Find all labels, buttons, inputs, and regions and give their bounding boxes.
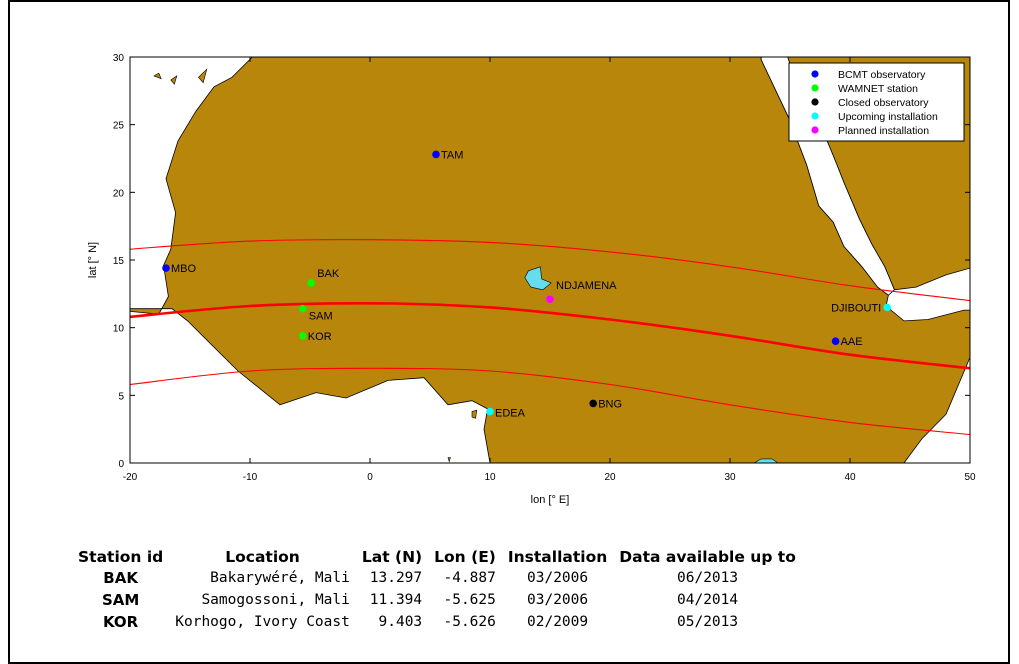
station-marker-mbo: [162, 264, 170, 272]
x-tick-label: 50: [964, 472, 976, 483]
x-tick-label: 0: [367, 472, 373, 483]
station-label-ndjamena: NDJAMENA: [556, 280, 617, 292]
station-map: TAM MBO BAK SAM KOR NDJAMENA DJIBOUTI AAE EDEA BN…: [87, 19, 976, 506]
y-tick-label: 5: [118, 391, 124, 402]
station-marker-kor: [299, 331, 307, 340]
x-tick-label: 40: [844, 472, 856, 483]
header-installation: Installation: [507, 548, 608, 566]
cell-lon: -4.887: [443, 570, 496, 586]
station-marker-tam: [432, 150, 440, 159]
legend-label: BCMT observatory: [838, 69, 926, 81]
cell-lat: 9.403: [378, 614, 423, 630]
table-row: SAM Samogossoni, Mali 11.394 -5.625 03/2…: [72, 589, 802, 611]
cell-data-available: 04/2014: [677, 592, 739, 608]
x-tick-label: 20: [604, 472, 616, 483]
y-tick-label: 10: [113, 324, 125, 335]
legend-label: WAMNET station: [838, 83, 918, 95]
cell-lat: 13.297: [369, 570, 423, 586]
y-tick-label: 15: [113, 256, 125, 267]
curve-dip-equator: [130, 301, 970, 370]
station-label-bng: BNG: [598, 398, 622, 410]
cell-location: Samogossoni, Mali: [201, 592, 350, 608]
cell-lon: -5.626: [443, 614, 496, 630]
station-marker-bng: [589, 399, 597, 408]
legend-label: Closed observatory: [838, 97, 929, 109]
cell-location: Bakarywéré, Mali: [210, 570, 350, 586]
y-axis-label: lat [° N]: [87, 242, 99, 278]
axis-ticks: -20 -10 0 10 20 30 40 50 0 5 10 15 20 25 30: [113, 53, 976, 483]
lake-victoria: [753, 458, 779, 463]
island-canary-2: [170, 75, 178, 85]
station-marker-sam: [299, 304, 307, 313]
cell-lon: -5.625: [443, 592, 496, 608]
station-label-mbo: MBO: [171, 263, 197, 275]
curve-lower-bound: [130, 367, 970, 436]
curve-upper-bound: [130, 239, 970, 302]
table-row: BAK Bakarywéré, Mali 13.297 -4.887 03/20…: [72, 567, 802, 589]
header-station-id: Station id: [78, 548, 164, 566]
station-label-kor: KOR: [308, 331, 332, 343]
cell-station-id: KOR: [102, 613, 139, 631]
station-marker-edea: [486, 407, 494, 416]
header-data-available: Data available up to: [619, 548, 796, 566]
station-marker-djibouti: [883, 303, 891, 312]
header-location: Location: [225, 548, 300, 566]
cell-lat: 11.394: [369, 592, 423, 608]
island-canary-3: [197, 68, 208, 84]
cell-location: Korhogo, Ivory Coast: [175, 614, 350, 630]
y-tick-label: 20: [113, 188, 125, 199]
header-lat: Lat (N): [361, 548, 423, 566]
table-row: KOR Korhogo, Ivory Coast 9.403 -5.626 02…: [72, 611, 802, 633]
lake-chad: [524, 266, 552, 291]
station-table: Station id Location Lat (N) Lon (E) Inst…: [72, 548, 802, 633]
legend-marker: [811, 98, 819, 106]
cell-installation: 03/2006: [527, 592, 589, 608]
legend-label: Planned installation: [838, 125, 929, 137]
legend-label: Upcoming installation: [838, 111, 938, 123]
island-bioko: [471, 409, 478, 419]
legend-marker: [811, 126, 819, 134]
x-tick-label: 10: [484, 472, 496, 483]
station-marker-aae: [831, 337, 840, 346]
stations-layer: TAM MBO BAK SAM KOR NDJAMENA DJIBOUTI AAE EDEA BN…: [162, 149, 891, 420]
x-tick-label: -20: [123, 472, 138, 483]
station-label-sam: SAM: [309, 311, 333, 323]
legend-marker: [811, 70, 819, 78]
island-canary-1: [153, 72, 162, 80]
header-lon: Lon (E): [434, 548, 496, 566]
y-tick-label: 30: [113, 53, 125, 64]
station-marker-bak: [307, 279, 316, 287]
cell-installation: 03/2006: [527, 570, 589, 586]
x-tick-label: 30: [724, 472, 736, 483]
station-label-bak: BAK: [317, 268, 340, 280]
station-label-djibouti: DJIBOUTI: [831, 302, 881, 314]
station-label-tam: TAM: [441, 149, 463, 161]
legend-marker: [811, 84, 819, 92]
cell-data-available: 06/2013: [677, 570, 739, 586]
station-label-edea: EDEA: [495, 408, 526, 420]
island-sao-tome: [447, 457, 451, 463]
station-label-aae: AAE: [841, 336, 863, 348]
station-marker-ndjamena: [546, 295, 554, 304]
africa-landmass: [130, 57, 970, 463]
dip-equator-layer: [130, 239, 970, 436]
cell-data-available: 05/2013: [677, 614, 739, 630]
y-tick-label: 25: [113, 121, 125, 132]
cell-station-id: BAK: [103, 569, 138, 587]
island-madeira: [164, 19, 170, 22]
cell-station-id: SAM: [101, 591, 140, 609]
cell-installation: 02/2009: [527, 614, 589, 630]
legend-marker: [811, 112, 819, 120]
x-tick-label: -10: [243, 472, 258, 483]
x-axis-label: lon [° E]: [531, 494, 570, 506]
y-tick-label: 0: [118, 459, 124, 470]
table-header-row: Station id Location Lat (N) Lon (E) Inst…: [72, 548, 802, 567]
